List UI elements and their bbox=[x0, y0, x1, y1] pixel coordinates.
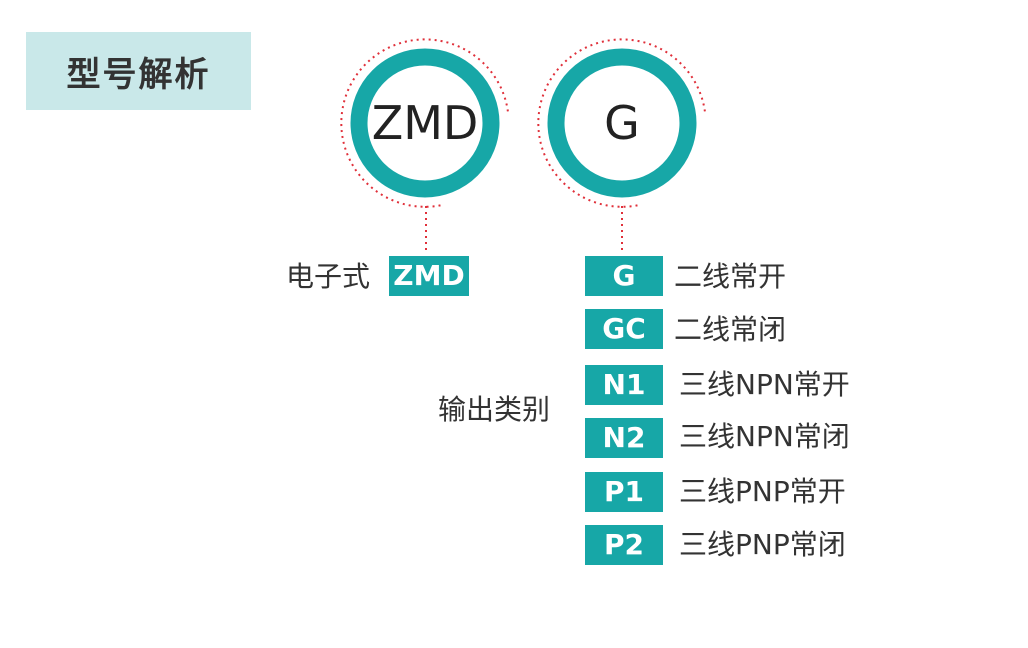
option-code-badge: P1 bbox=[585, 472, 663, 512]
section-title-box: 型号解析 bbox=[26, 32, 251, 110]
output-ring bbox=[547, 48, 697, 198]
output-category-label: 输出类别 bbox=[438, 393, 551, 426]
series-code: ZMD bbox=[371, 96, 479, 150]
series-badge: ZMD bbox=[389, 256, 469, 296]
output-code: G bbox=[604, 96, 640, 150]
option-code-badge: GC bbox=[585, 309, 663, 349]
option-description: 二线常开 bbox=[674, 260, 787, 293]
option-description: 三线NPN常闭 bbox=[679, 420, 850, 453]
option-description: 三线PNP常闭 bbox=[679, 528, 846, 561]
option-code-badge: N1 bbox=[585, 365, 663, 405]
output-dotted-arc bbox=[537, 38, 706, 208]
option-code-badge: N2 bbox=[585, 418, 663, 458]
section-title: 型号解析 bbox=[66, 54, 211, 95]
series-dotted-arc bbox=[340, 38, 509, 208]
option-description: 三线NPN常开 bbox=[679, 368, 850, 401]
series-ring bbox=[350, 48, 500, 198]
option-description: 二线常闭 bbox=[674, 313, 787, 346]
option-code-badge: P2 bbox=[585, 525, 663, 565]
option-description: 三线PNP常开 bbox=[679, 475, 846, 508]
option-code-badge: G bbox=[585, 256, 663, 296]
series-label: 电子式 bbox=[286, 260, 371, 293]
